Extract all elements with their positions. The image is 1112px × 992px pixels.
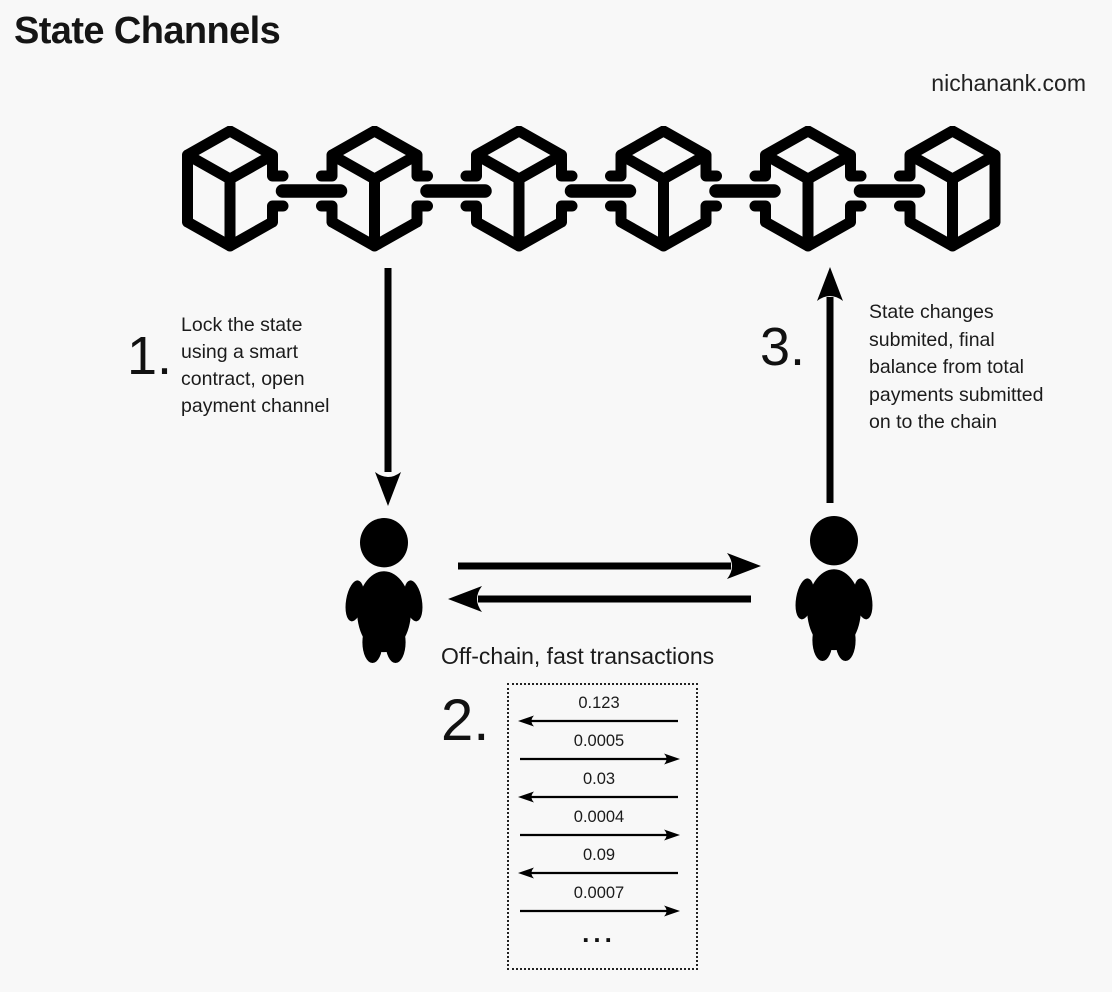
- transaction-amount: 0.123: [578, 694, 620, 712]
- transactions-more: ...: [582, 918, 616, 948]
- page-title: State Channels: [14, 10, 281, 52]
- watermark-url: nichanank.com: [931, 70, 1086, 96]
- step-3-text: State changes submited, final balance fr…: [869, 301, 1044, 433]
- step-3-number: 3.: [760, 317, 806, 377]
- transaction-row: 0.123: [518, 694, 680, 727]
- person-b-icon: [795, 515, 873, 662]
- payment-arrow-left-icon: [518, 789, 680, 803]
- arrow-up-icon: [817, 267, 843, 503]
- transaction-row: 0.0005: [518, 732, 680, 765]
- arrow-down-icon: [375, 268, 401, 506]
- transaction-amount: 0.0005: [573, 732, 625, 750]
- step-1-text: Lock the state using a smart contract, o…: [181, 314, 330, 417]
- payment-arrow-left-icon: [518, 713, 680, 727]
- transaction-row: 0.0007: [518, 884, 680, 917]
- transaction-amount: 0.09: [582, 846, 616, 864]
- blockchain-chain-icon: [182, 126, 1001, 252]
- channel-arrow-left-icon: [448, 586, 751, 612]
- payment-arrow-right-icon: [518, 903, 680, 917]
- transaction-row: 0.09: [518, 846, 680, 879]
- transaction-row: 0.0004: [518, 808, 680, 841]
- person-a-icon: [345, 517, 423, 664]
- payment-arrow-right-icon: [518, 827, 680, 841]
- offchain-label: Off-chain, fast transactions: [441, 643, 715, 669]
- transaction-row: 0.03: [518, 770, 680, 803]
- transaction-amount: 0.03: [582, 770, 616, 788]
- transaction-amount: 0.0007: [573, 884, 625, 902]
- channel-arrow-right-icon: [458, 553, 761, 579]
- payment-arrow-left-icon: [518, 865, 680, 879]
- payment-arrow-right-icon: [518, 751, 680, 765]
- step-2-number: 2.: [441, 688, 490, 753]
- transactions-list: 0.123 0.0005 0.03 0.0004 0.09 0.0007: [518, 694, 680, 917]
- transactions-box: 0.123 0.0005 0.03 0.0004 0.09 0.0007 ...: [507, 683, 698, 970]
- step-1-number: 1.: [127, 326, 173, 386]
- transaction-amount: 0.0004: [573, 808, 625, 826]
